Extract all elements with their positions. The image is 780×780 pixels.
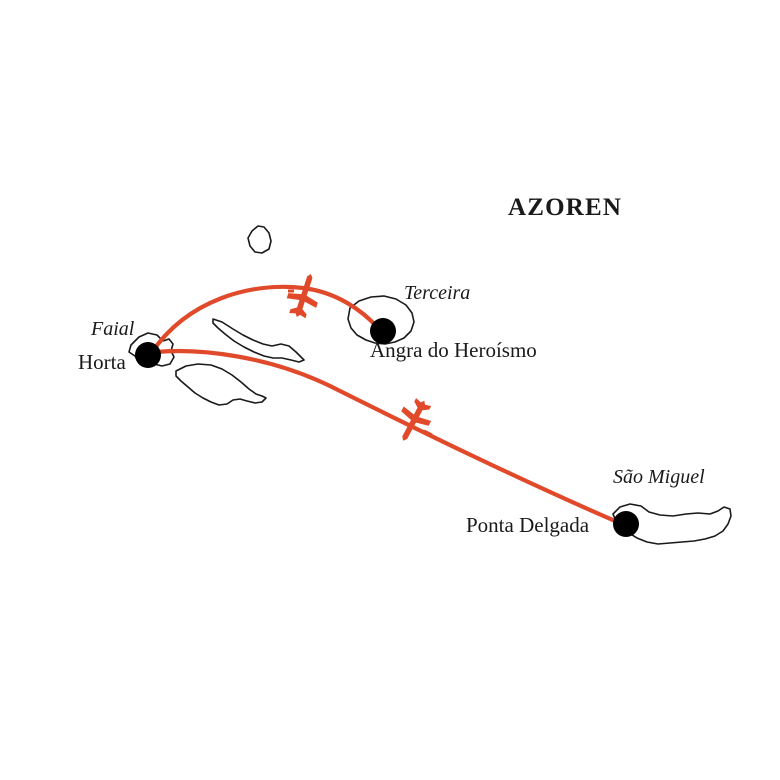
city-label-angra-do-heroismo: Angra do Heroísmo (370, 338, 537, 362)
tick-westbound (423, 429, 433, 437)
island-sao-miguel-shape (612, 503, 732, 545)
city-marker-horta[interactable] (135, 342, 161, 368)
flight-routes (149, 284, 625, 527)
route-direction-markers (286, 274, 432, 441)
island-label-sao-miguel: São Miguel (613, 466, 705, 488)
route-tick-marks (288, 289, 433, 437)
route-horta-to-angra (149, 284, 381, 355)
island-pico-shape (175, 363, 267, 406)
island-graciosa-shape (247, 225, 272, 254)
city-marker-ponta-delgada[interactable] (613, 511, 639, 537)
airplane-icon-westbound (401, 398, 432, 441)
island-sao-jorge-shape (212, 318, 305, 363)
city-label-ponta-delgada: Ponta Delgada (466, 513, 590, 537)
island-label-faial: Faial (91, 318, 135, 340)
island-label-terceira: Terceira (404, 282, 471, 304)
city-label-horta: Horta (78, 350, 126, 374)
route-pontadelgada-to-horta (153, 348, 625, 527)
region-label-azoren: AZOREN (508, 194, 623, 221)
city-marker-angra-do-heroismo[interactable] (370, 318, 396, 344)
city-markers (135, 318, 639, 537)
airplane-icon-eastbound (286, 274, 318, 319)
island-outlines (128, 225, 732, 545)
